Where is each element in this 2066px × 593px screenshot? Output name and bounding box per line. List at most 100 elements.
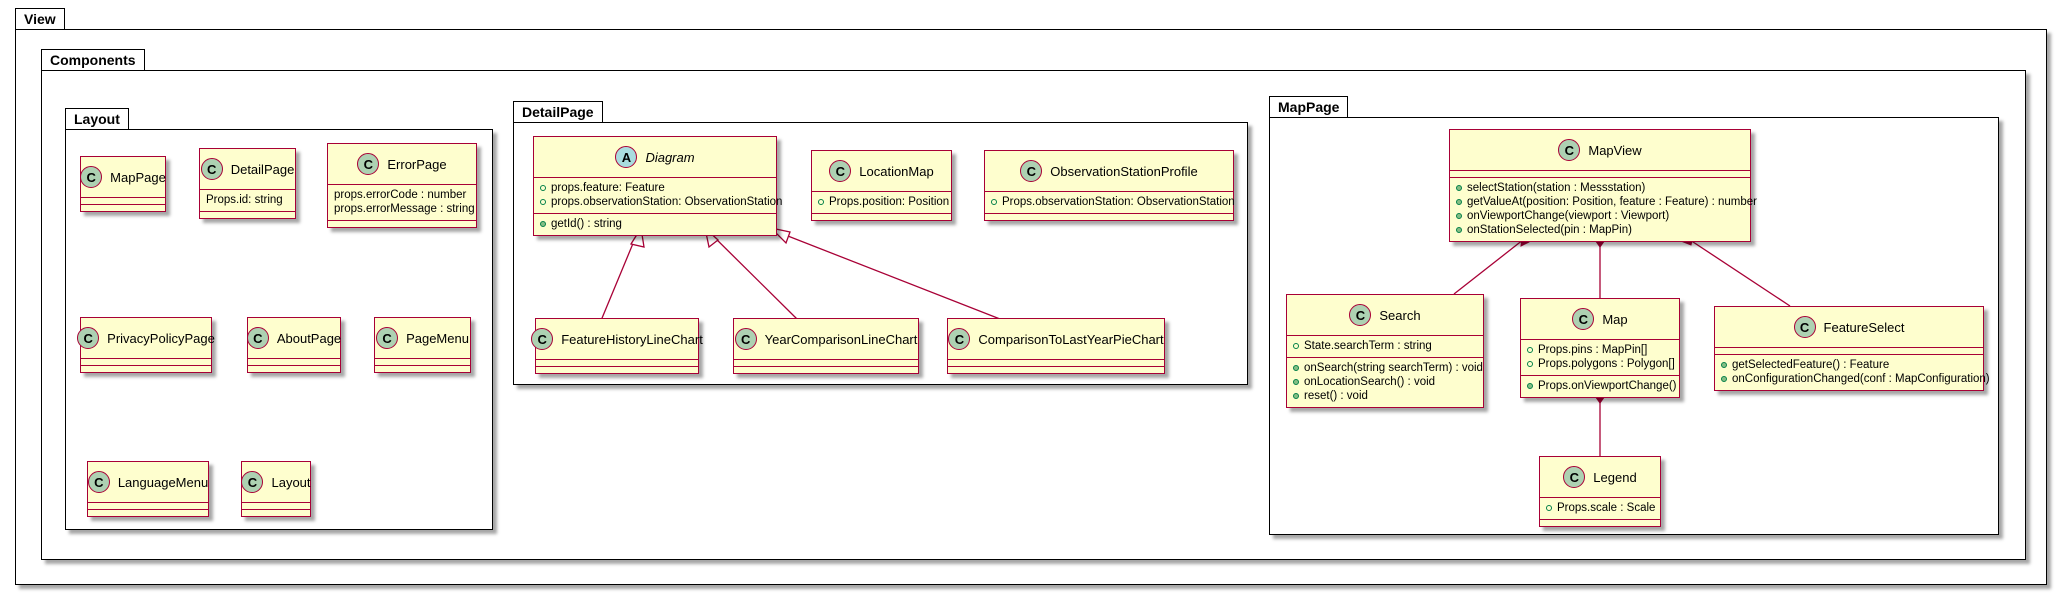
class-mappage[interactable]: C MapPage [80, 156, 166, 212]
class-name: DetailPage [230, 161, 295, 177]
class-icon: C [241, 471, 264, 493]
field: props.errorMessage : string [334, 203, 475, 215]
field: Props.pins : MapPin[] [1538, 344, 1648, 356]
class-name: Diagram [645, 149, 695, 165]
package-mappage-tab: MapPage [1269, 96, 1349, 118]
field: Props.observationStation: ObservationSta… [1002, 196, 1235, 208]
class-icon: C [829, 160, 852, 182]
class-observationstationprofile[interactable]: C ObservationStationProfile Props.observa… [984, 150, 1235, 221]
class-name: PrivacyPolicyPage [107, 330, 215, 346]
class-icon: C [1793, 316, 1816, 338]
class-name: ErrorPage [387, 156, 447, 172]
class-map[interactable]: C Map Props.pins : MapPin[] Props.polygon… [1520, 298, 1680, 398]
class-name: Search [1379, 307, 1421, 323]
class-name: Legend [1593, 469, 1637, 485]
method: getSelectedFeature() : Feature [1732, 359, 1890, 371]
class-name: YearComparisonLineChart [764, 331, 918, 347]
method: reset() : void [1304, 390, 1368, 402]
field: State.searchTerm : string [1304, 340, 1432, 352]
class-icon: C [246, 327, 269, 349]
package-view-tab: View [15, 8, 65, 30]
edge-yearcomparison-to-diagram [705, 228, 798, 320]
public-method-icon [1456, 213, 1462, 219]
method: onLocationSearch() : void [1304, 376, 1436, 388]
edge-featureselect-to-mapview [1683, 235, 1791, 307]
package-layout-label: Layout [74, 111, 120, 127]
field: props.observationStation: ObservationSta… [551, 196, 783, 208]
class-name: FeatureHistoryLineChart [561, 331, 703, 347]
class-icon: C [1563, 466, 1586, 488]
package-components-label: Components [50, 52, 136, 68]
class-icon: C [200, 158, 223, 180]
class-pagemenu[interactable]: C PageMenu [374, 317, 471, 373]
class-name: LocationMap [859, 163, 934, 179]
class-search[interactable]: C Search State.searchTerm : string onSear… [1286, 294, 1484, 408]
class-icon: C [531, 328, 554, 350]
class-icon: C [1020, 160, 1043, 182]
method: onSearch(string searchTerm) : void [1304, 362, 1483, 374]
public-method-icon [1456, 199, 1462, 205]
class-icon: C [734, 328, 757, 350]
class-diagram[interactable]: A Diagram props.feature: Feature props.ob… [533, 136, 782, 236]
public-field-icon [1546, 505, 1552, 511]
public-method-icon [1456, 185, 1462, 191]
method: onConfigurationChanged(conf : MapConfigu… [1732, 373, 1990, 385]
field: Props.id: string [206, 194, 283, 206]
class-privacypolicypage[interactable]: C PrivacyPolicyPage [77, 317, 215, 373]
package-components-tab: Components [41, 49, 145, 71]
field: props.feature: Feature [551, 182, 665, 194]
public-field-icon [1527, 347, 1533, 353]
class-name: ObservationStationProfile [1050, 163, 1198, 179]
public-field-icon [540, 199, 546, 205]
class-name: Map [1602, 311, 1628, 327]
package-detailpage-label: DetailPage [522, 104, 594, 120]
method: getId() : string [551, 218, 622, 230]
class-name: FeatureSelect [1823, 319, 1905, 335]
class-icon: C [77, 327, 100, 349]
class-yearcomparisonlinechart[interactable]: C YearComparisonLineChart [733, 318, 919, 374]
class-icon: C [357, 153, 380, 175]
package-detailpage-tab: DetailPage [513, 101, 603, 123]
method: Props.onViewportChange() [1538, 380, 1677, 392]
class-name: MapPage [110, 169, 166, 185]
public-method-icon [1293, 379, 1299, 385]
abstract-class-icon: A [615, 146, 638, 168]
class-detailpage[interactable]: C DetailPage Props.id: string [199, 148, 296, 219]
class-name: MapView [1588, 142, 1642, 158]
package-view-label: View [24, 11, 56, 27]
class-icon: C [1349, 304, 1372, 326]
field: Props.polygons : Polygon[] [1538, 358, 1675, 370]
public-method-icon [1721, 362, 1727, 368]
public-method-icon [1527, 383, 1533, 389]
method: onStationSelected(pin : MapPin) [1467, 224, 1632, 236]
public-method-icon [1721, 376, 1727, 382]
class-featurehistorylinechart[interactable]: C FeatureHistoryLineChart [531, 318, 703, 374]
class-legend[interactable]: C Legend Props.scale : Scale [1539, 456, 1661, 527]
public-field-icon [540, 185, 546, 191]
method: onViewportChange(viewport : Viewport) [1467, 210, 1670, 222]
public-field-icon [1293, 343, 1299, 349]
class-name: AboutPage [276, 330, 342, 346]
edge-comparisonpie-to-diagram [769, 228, 1001, 320]
class-icon: C [376, 327, 399, 349]
field: Props.scale : Scale [1557, 502, 1656, 514]
class-name: LanguageMenu [117, 474, 209, 490]
class-icon: C [948, 328, 971, 350]
class-featureselect[interactable]: C FeatureSelect getSelectedFeature() : Fe… [1714, 306, 1990, 391]
package-layout-tab: Layout [65, 108, 129, 130]
method: getValueAt(position: Position, feature :… [1467, 196, 1757, 208]
public-method-icon [1293, 365, 1299, 371]
class-icon: C [1572, 308, 1595, 330]
class-icon: C [80, 166, 103, 188]
public-method-icon [540, 221, 546, 227]
method: selectStation(station : Messstation) [1467, 182, 1646, 194]
public-method-icon [1293, 393, 1299, 399]
class-aboutpage[interactable]: C AboutPage [246, 317, 342, 373]
class-name: PageMenu [406, 330, 469, 346]
